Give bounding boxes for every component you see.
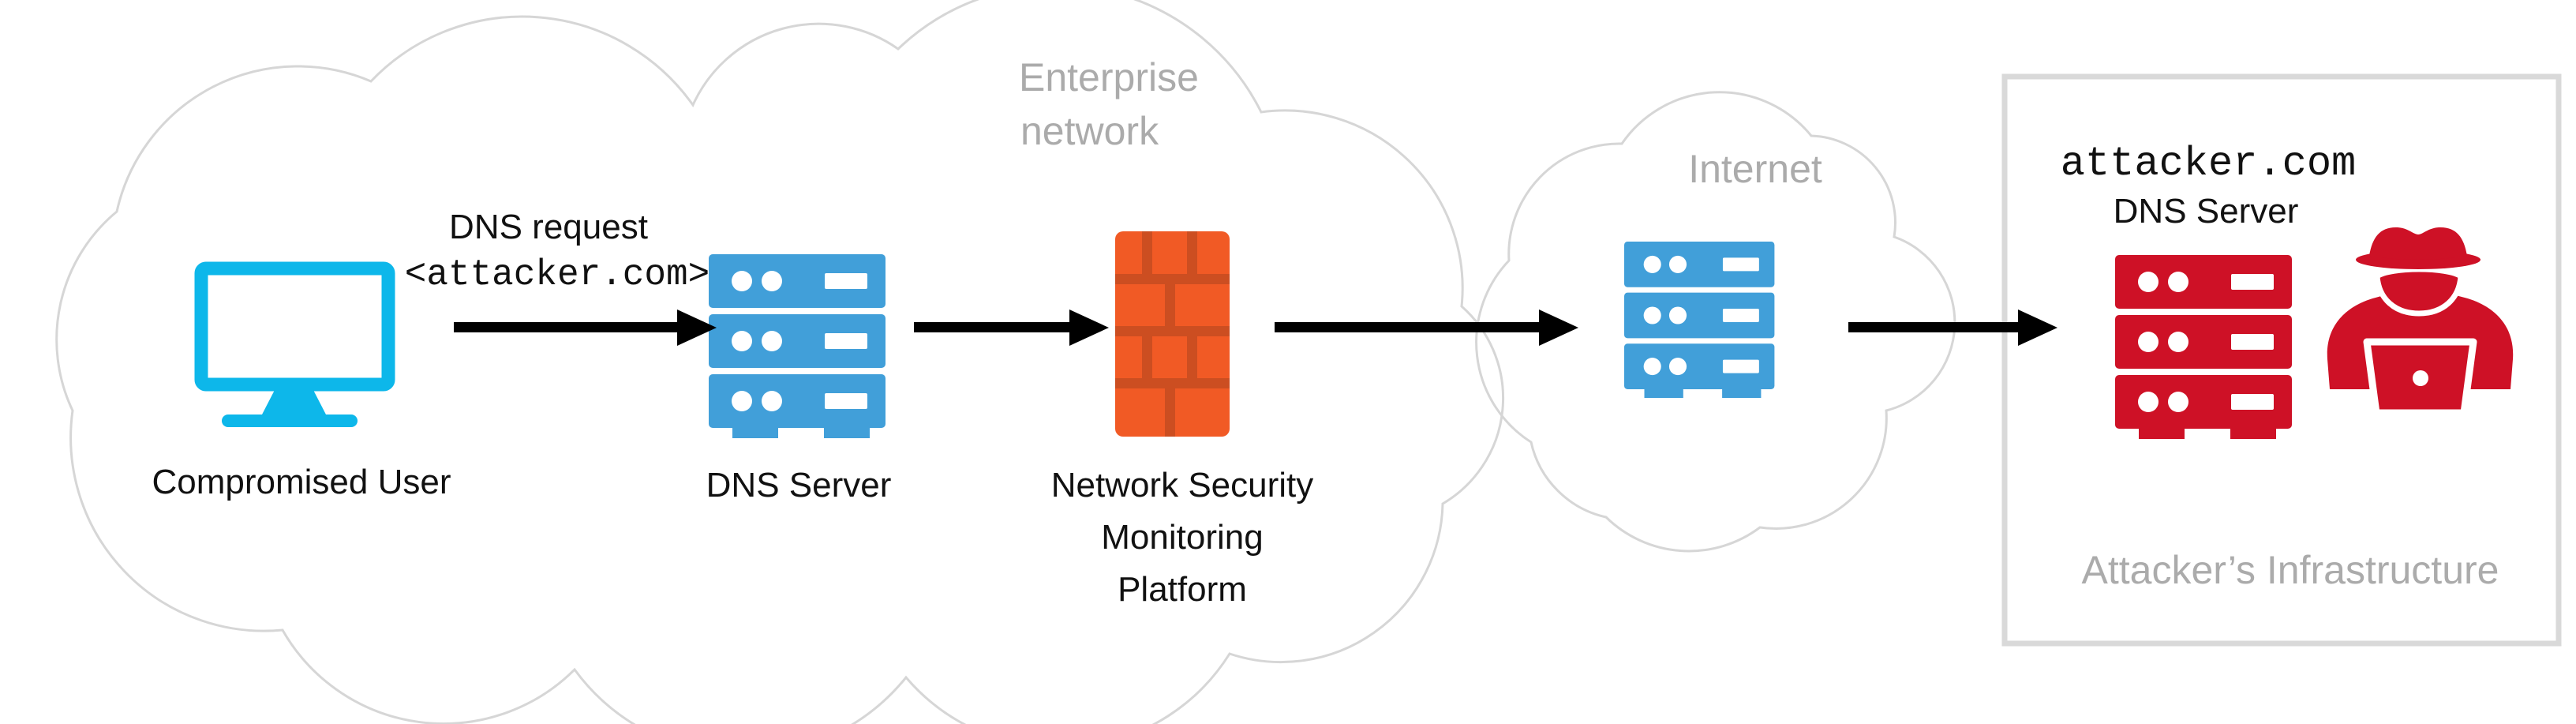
attacker-domain-label: attacker.com <box>2060 141 2357 187</box>
server-icon <box>709 254 886 438</box>
arrow-firewall-to-internet <box>1275 309 1578 346</box>
arrow-dns-to-firewall <box>914 309 1109 346</box>
dns-request-label: DNS request <box>449 208 648 246</box>
server-icon <box>1624 242 1775 399</box>
monitor-icon <box>194 261 395 427</box>
server-icon <box>2115 255 2292 439</box>
arrow-internet-to-attacker <box>1848 309 2057 346</box>
compromised-user-label: Compromised User <box>152 463 451 501</box>
arrow-user-to-dns <box>454 309 717 346</box>
firewall-icon <box>1115 231 1230 437</box>
internet-cloud-outline <box>1475 91 1956 553</box>
hacker-icon <box>2327 227 2514 417</box>
attacker-infrastructure-label: Attacker’s Infrastructure <box>2081 548 2499 592</box>
enterprise-cloud-label-line2: network <box>1020 109 1159 153</box>
internet-cloud-label: Internet <box>1688 147 1822 191</box>
dns-request-domain-label: <attacker.com> <box>404 254 710 295</box>
enterprise-cloud-label-line1: Enterprise <box>1019 55 1199 99</box>
nsm-platform-label-line3: Platform <box>1118 570 1247 609</box>
nsm-platform-label-line2: Monitoring <box>1101 518 1264 557</box>
attacker-dns-server-label: DNS Server <box>2113 192 2299 231</box>
nsm-platform-label-line1: Network Security <box>1050 466 1314 505</box>
dns-server-label: DNS Server <box>706 466 892 505</box>
